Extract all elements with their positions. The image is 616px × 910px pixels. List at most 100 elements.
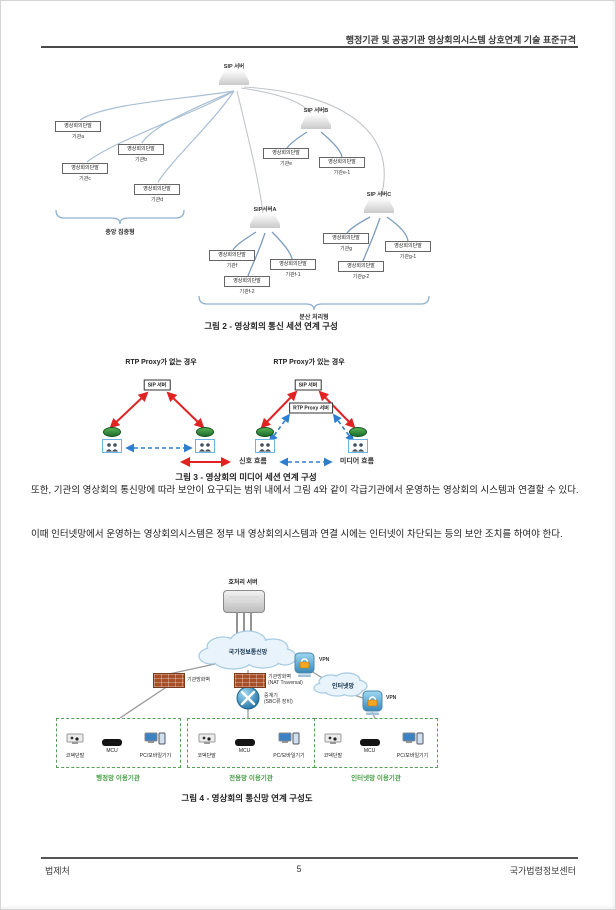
pc-mobile-label: PC/모바일기기 [273,752,305,759]
mcu-label: MCU [106,748,118,754]
firewall-center-label: 기관방화벽 (NAT Traversal) [268,674,303,686]
mcu-oval-icon [349,427,367,437]
firewall-icon [234,673,266,688]
device-codec: 코덱단말 [66,732,84,759]
terminal-org-label: 기관e [280,161,292,167]
body-paragraph-1: 또한, 기관의 영상회의 통신망에 따라 보안이 요구되는 범위 내에서 그림 … [31,485,579,496]
fig4-caption: 그림 4 - 영상회의 통신망 연계 구성도 [181,793,313,803]
terminal-node: 영상회의단말 기관b [118,144,164,163]
terminal-box-label: 영상회의단말 [55,121,101,132]
legend-signal-flow: 신호 흐름 [239,458,267,465]
device-pc-mobile: PC/모바일기기 [397,732,428,759]
pc-mobile-icon [402,732,424,744]
terminal-node: 영상회의단말 기관g-1 [385,241,431,260]
terminal-org-label: 기관c [79,176,91,182]
mcu-icon [234,739,255,746]
vpn-label: VPN [386,695,397,701]
group-label-distributed: 분산 처리형 [299,315,329,321]
codec-terminal-icon [324,733,342,744]
footer-rule [41,857,578,859]
terminal-node: 영상회의단말 기관f-2 [224,276,270,295]
endpoint-node [346,427,370,453]
device-mcu: MCU [359,736,380,754]
codec-label: 코덱단말 [65,752,85,759]
rtp-proxy-server-box: RTP Proxy 서버 [289,402,333,414]
mcu-label: MCU [363,748,376,754]
terminal-org-label: 기관g [340,246,352,252]
device-mcu: MCU [234,736,255,754]
terminal-users-icon [102,439,122,453]
sip-server-main: SIP 서버 [212,62,256,85]
sip-server-c-label: SIP 서버C [366,192,392,198]
mcu-icon [102,739,123,746]
footer-right: 국가법령정보센터 [509,866,576,876]
codec-label: 코덱단말 [197,752,216,759]
fig3-caption: 그림 3 - 영상회의 미디어 세션 연계 구성 [175,472,317,482]
terminal-box-label: 영상회의단말 [209,250,255,261]
sip-server-c: SIP 서버C [357,190,401,213]
relay-label: 중계기 (SBC류 장비) [264,693,293,705]
gov-network-label: 국가정보통신망 [228,650,268,656]
terminal-org-label: 기관e-1 [333,170,351,176]
firewall-left-label: 기관방화벽 [187,677,211,683]
internet-label: 인터넷망 [331,684,355,690]
firewall-icon [153,673,185,688]
sip-server-b: SIP 서버B [294,106,338,129]
terminal-org-label: 기관f-1 [285,272,301,278]
header-title: 행정기관 및 공공기관 영상회의시스템 상호연계 기술 표준규격 [345,35,576,45]
legend-media-flow: 미디어 흐름 [339,458,375,465]
terminal-node: 영상회의단말 기관e-1 [319,157,365,176]
group-label-centralized: 중앙 집중형 [105,230,135,236]
footer-left: 법제처 [45,866,70,876]
header-rule [41,46,578,48]
terminal-box-label: 영상회의단말 [62,163,108,174]
codec-terminal-icon [66,733,84,744]
terminal-box-label: 영상회의단말 [270,259,316,270]
institution-box-internet: 코덱단말 MCU PC/모바일기기 [314,718,438,768]
terminal-box-label: 영상회의단말 [319,157,365,168]
server-icon [250,214,280,228]
terminal-box-label: 영상회의단말 [338,261,384,272]
firewall-center-line1: 기관방화벽 [268,674,292,680]
device-pc-mobile: PC/모바일기기 [140,732,171,759]
terminal-org-label: 기관a [72,134,84,140]
sip-server-box: SIP 서버 [143,379,171,391]
terminal-node: 영상회의단말 기관f [209,250,255,269]
endpoint-node [100,427,124,453]
terminal-org-label: 기관d [151,197,163,203]
terminal-node: 영상회의단말 기관a [55,121,101,140]
footer-page-number: 5 [296,864,302,874]
sip-server-a-label: SIP서버A [253,207,277,213]
vpn-label: VPN [319,657,330,663]
mcu-label: MCU [238,748,251,754]
mcu-oval-icon [196,427,214,437]
pc-mobile-label: PC/모바일기기 [396,752,429,759]
sip-server-b-label: SIP 서버B [303,108,329,114]
sip-server-main-label: SIP 서버 [223,64,245,70]
terminal-users-icon [195,439,215,453]
relay-line2: (SBC류 장비) [264,699,293,705]
call-server-label: 호처리 서버 [228,580,258,586]
body-paragraph-2: 이때 인터넷망에서 운영하는 영상회의시스템은 정부 내 영상회의시스템과 연결… [31,529,563,540]
device-mcu: MCU [102,736,123,754]
terminal-org-label: 기관g-1 [399,254,417,260]
terminal-users-icon [348,439,368,453]
fig3-title-with-proxy: RTP Proxy가 있는 경우 [273,359,345,366]
call-server-icon [223,590,265,613]
terminal-node: 영상회의단말 기관c [62,163,108,182]
fig3-title-no-proxy: RTP Proxy가 없는 경우 [125,359,197,366]
endpoint-node [193,427,217,453]
terminal-org-label: 기관f [226,263,238,269]
group-caption-admin: 행정망 이용기관 [96,775,140,782]
codec-terminal-icon [198,733,216,744]
relay-line1: 중계기 [264,693,278,699]
terminal-users-icon [255,439,275,453]
server-icon [219,71,249,85]
device-codec: 코덱단말 [324,732,342,759]
terminal-org-label: 기관g-2 [352,274,370,280]
codec-label: 코덱단말 [323,752,343,759]
institution-box-admin: 코덱단말 MCU PC/모바일기기 [56,718,181,768]
mcu-oval-icon [256,427,274,437]
terminal-node: 영상회의단말 기관g [323,233,369,252]
